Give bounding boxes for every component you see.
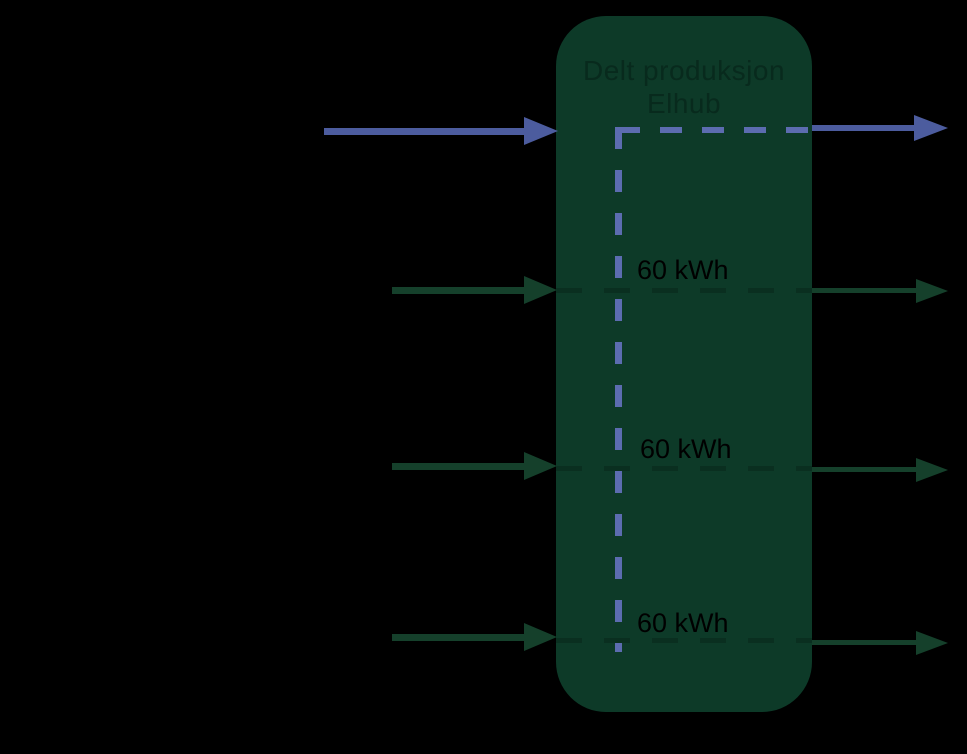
blue-dashed-line-horizontal — [618, 127, 812, 133]
allocation-label-2: 60 kWh — [640, 434, 732, 464]
allocation-label-1: 60 kWh — [637, 255, 729, 285]
blue-dashed-line-vertical — [615, 127, 622, 652]
blue-outflow-arrow-head — [914, 115, 948, 141]
green-outflow-arrow-1-head — [916, 279, 948, 303]
green-outflow-arrow-1-shaft — [812, 288, 916, 293]
green-inflow-arrow-3-head — [524, 623, 557, 651]
green-inflow-arrow-2-shaft — [392, 463, 524, 470]
green-inflow-arrow-1-shaft — [392, 287, 524, 294]
green-inflow-arrow-1-head — [524, 276, 557, 304]
green-inflow-arrow-3-shaft — [392, 634, 524, 641]
blue-inflow-arrow-head — [524, 117, 558, 145]
elhub-box-title: Delt produksjon Elhub — [556, 54, 812, 120]
green-inflow-arrow-2-head — [524, 452, 557, 480]
green-outflow-arrow-3-shaft — [812, 640, 916, 645]
green-dashed-line-row1 — [556, 288, 812, 293]
elhub-box-title-line2: Elhub — [646, 88, 722, 119]
green-outflow-arrow-3-head — [916, 631, 948, 655]
green-outflow-arrow-2-head — [916, 458, 948, 482]
blue-outflow-arrow-shaft — [812, 125, 914, 131]
blue-inflow-arrow-shaft — [324, 128, 524, 135]
green-dashed-line-row2 — [556, 466, 812, 471]
green-outflow-arrow-2-shaft — [812, 467, 916, 472]
allocation-label-3: 60 kWh — [637, 608, 729, 638]
green-dashed-line-row3 — [556, 638, 812, 643]
elhub-box-title-line1: Delt produksjon — [582, 55, 786, 86]
